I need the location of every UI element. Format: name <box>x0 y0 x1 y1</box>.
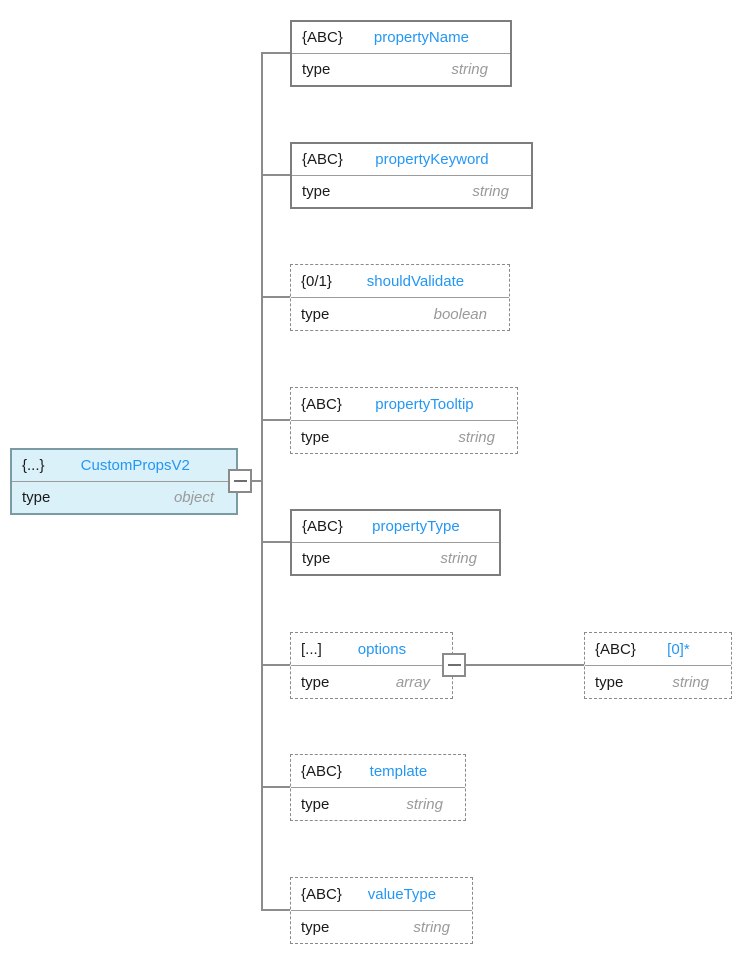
type-label: type <box>22 489 51 506</box>
type-badge: {ABC} <box>302 518 343 535</box>
property-title[interactable]: propertyName <box>373 29 469 46</box>
connector-branch-propertyName <box>262 52 290 54</box>
type-label: type <box>301 428 330 446</box>
connector-options-item <box>464 664 585 666</box>
type-badge: {ABC} <box>302 151 343 168</box>
connector-branch-propertyKeyword <box>262 174 290 176</box>
connector-branch-shouldValidate <box>262 296 290 298</box>
type-badge: {...} <box>22 457 45 474</box>
node-header: {0/1} shouldValidate <box>291 265 509 298</box>
type-value: string <box>440 550 477 567</box>
type-row: type string <box>291 911 472 943</box>
type-badge: {ABC} <box>301 885 342 903</box>
property-title[interactable]: valueType <box>367 885 437 903</box>
connector-branch-template <box>262 786 290 788</box>
type-label: type <box>301 795 330 813</box>
type-label: type <box>302 550 331 567</box>
node-header: {ABC} propertyKeyword <box>292 144 531 176</box>
type-value: boolean <box>433 305 487 323</box>
type-label: type <box>301 305 330 323</box>
property-title[interactable]: template <box>369 762 428 780</box>
type-value: string <box>451 61 488 78</box>
type-row: type boolean <box>291 298 509 330</box>
collapse-button-options[interactable] <box>442 653 466 677</box>
connector-branch-options <box>262 664 290 666</box>
connector-root <box>250 480 263 482</box>
minus-icon <box>233 479 247 483</box>
minus-icon <box>447 663 461 667</box>
schema-node-propertyKeyword[interactable]: {ABC} propertyKeyword type string <box>290 142 533 209</box>
node-header: {ABC} propertyTooltip <box>291 388 517 421</box>
node-header: [...] options <box>291 633 452 666</box>
schema-node-template[interactable]: {ABC} template type string <box>290 754 466 821</box>
node-header: {ABC} valueType <box>291 878 472 911</box>
type-row: type string <box>291 421 517 453</box>
schema-node-options[interactable]: [...] options type array <box>290 632 453 699</box>
property-title[interactable]: options <box>357 640 407 658</box>
connector-branch-propertyType <box>262 541 290 543</box>
type-row: type string <box>292 176 531 207</box>
property-title[interactable]: propertyKeyword <box>375 151 489 168</box>
property-title[interactable]: propertyTooltip <box>375 395 474 413</box>
root-title[interactable]: CustomPropsV2 <box>80 457 190 474</box>
node-header: {ABC} template <box>291 755 465 788</box>
schema-node-shouldValidate[interactable]: {0/1} shouldValidate type boolean <box>290 264 510 331</box>
node-header: {...} CustomPropsV2 <box>12 450 236 482</box>
type-label: type <box>302 61 331 78</box>
type-badge: {ABC} <box>301 762 342 780</box>
property-title[interactable]: [0]* <box>667 640 690 658</box>
type-row: type string <box>292 543 499 574</box>
connector-branch-propertyTooltip <box>262 419 290 421</box>
type-row: type string <box>292 54 510 85</box>
type-label: type <box>301 673 330 691</box>
type-value: array <box>395 673 430 691</box>
type-value: string <box>458 428 495 446</box>
type-row: type string <box>291 788 465 820</box>
schema-node-root[interactable]: {...} CustomPropsV2 type object <box>10 448 238 515</box>
type-label: type <box>302 183 331 200</box>
schema-node-array-item[interactable]: {ABC} [0]* type string <box>584 632 732 699</box>
property-title[interactable]: shouldValidate <box>366 272 465 290</box>
type-badge: {ABC} <box>302 29 343 46</box>
node-header: {ABC} propertyType <box>292 511 499 543</box>
type-badge: {ABC} <box>595 640 636 658</box>
type-label: type <box>301 918 330 936</box>
schema-node-propertyName[interactable]: {ABC} propertyName type string <box>290 20 512 87</box>
type-row: type string <box>585 666 731 698</box>
node-header: {ABC} [0]* <box>585 633 731 666</box>
node-header: {ABC} propertyName <box>292 22 510 54</box>
property-title[interactable]: propertyType <box>372 518 460 535</box>
type-value: object <box>173 489 214 506</box>
type-row: type object <box>12 482 236 513</box>
type-value: string <box>472 183 509 200</box>
connector-branch-valueType <box>262 909 290 911</box>
schema-node-propertyTooltip[interactable]: {ABC} propertyTooltip type string <box>290 387 518 454</box>
type-badge: [...] <box>301 640 322 658</box>
schema-node-propertyType[interactable]: {ABC} propertyType type string <box>290 509 501 576</box>
type-value: string <box>406 795 443 813</box>
type-badge: {ABC} <box>301 395 342 413</box>
collapse-button-root[interactable] <box>228 469 252 493</box>
type-badge: {0/1} <box>301 272 332 290</box>
type-value: string <box>413 918 450 936</box>
type-label: type <box>595 673 624 691</box>
type-value: string <box>672 673 709 691</box>
type-row: type array <box>291 666 452 698</box>
schema-node-valueType[interactable]: {ABC} valueType type string <box>290 877 473 944</box>
